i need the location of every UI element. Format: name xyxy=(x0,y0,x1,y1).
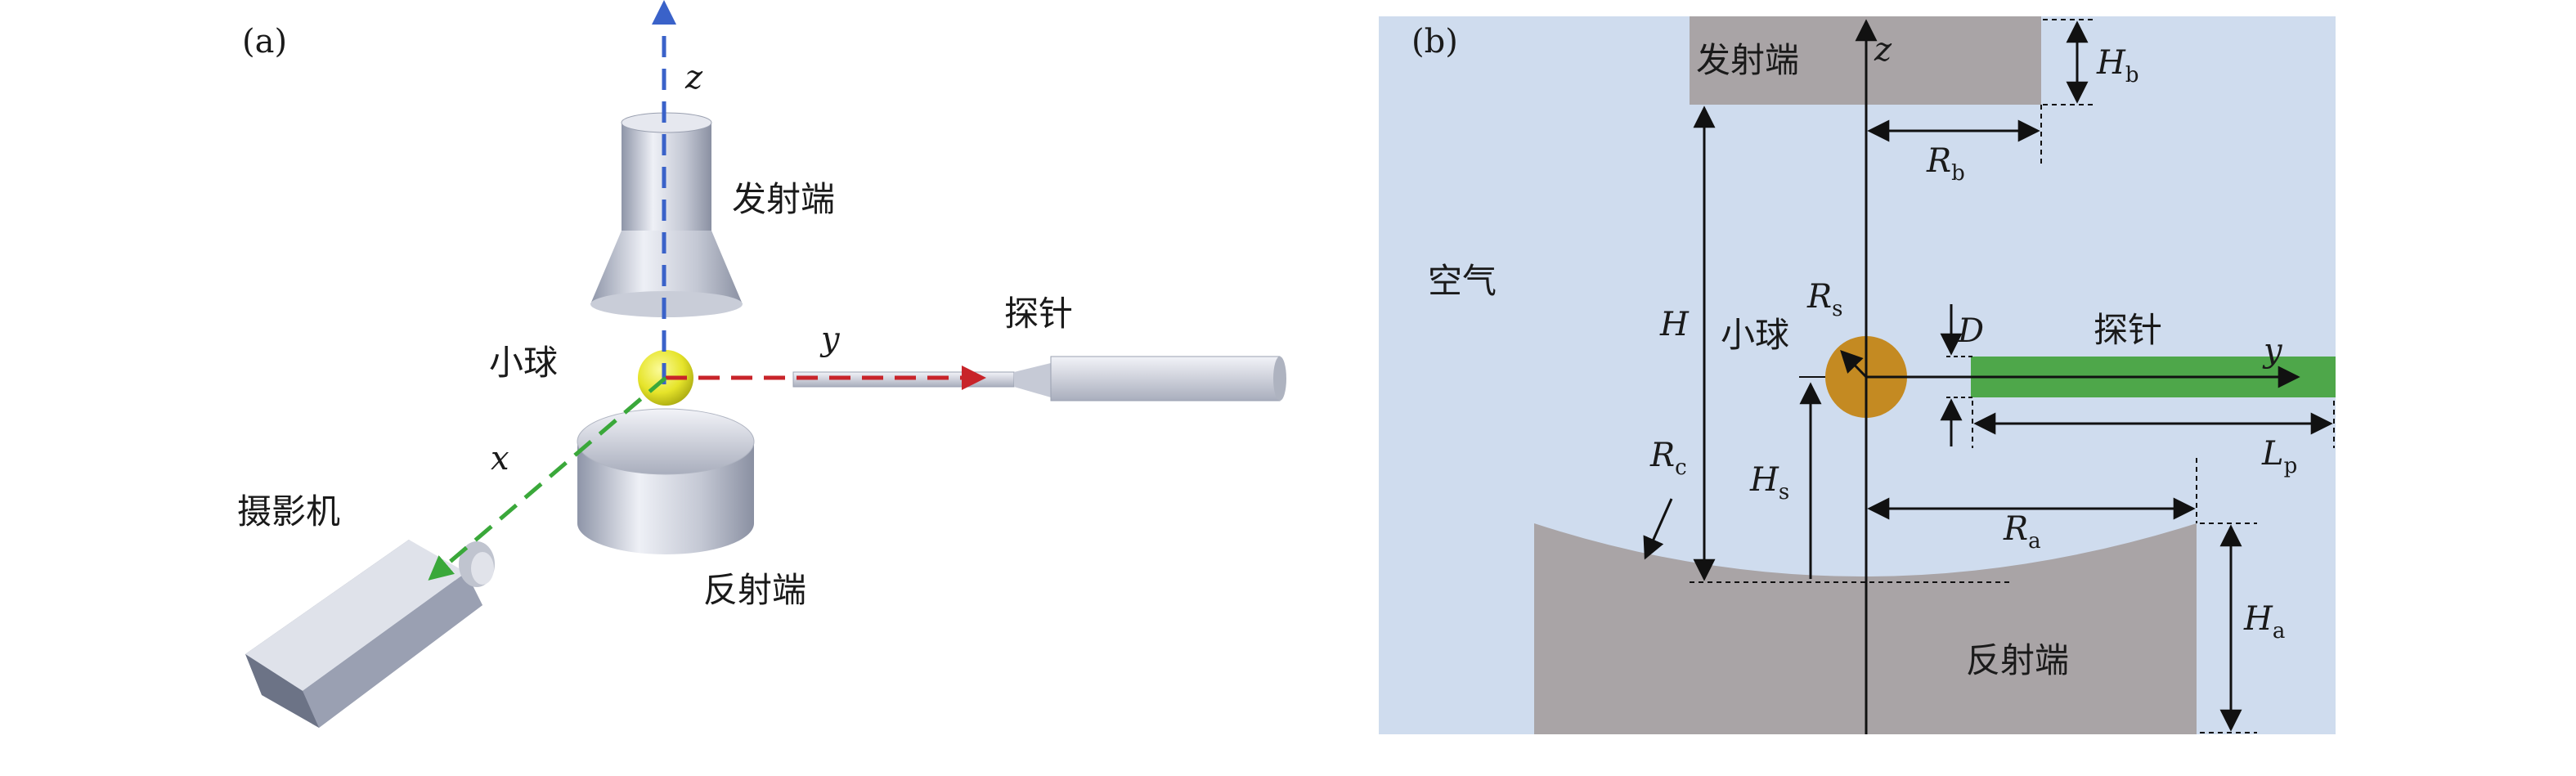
symbol-rc: Rc xyxy=(1649,437,1687,480)
camera-label-a: 摄影机 xyxy=(237,491,340,532)
axis-z-label-b: z xyxy=(1874,31,1892,69)
symbol-rb: Rb xyxy=(1926,142,1965,186)
axis-z-label-a: z xyxy=(684,59,703,96)
symbol-ha: Ha xyxy=(2243,600,2285,644)
reflector-label-a: 反射端 xyxy=(703,570,806,610)
symbol-rs: Rs xyxy=(1806,278,1842,321)
ball-label-a: 小球 xyxy=(489,343,558,383)
symbol-hb: Hb xyxy=(2096,44,2139,87)
symbol-hs: Hs xyxy=(1749,461,1789,505)
panel-b-label: (b) xyxy=(1411,23,1458,61)
emitter-label-b: 发射端 xyxy=(1696,40,1799,80)
probe-label-b: 探针 xyxy=(2094,310,2162,350)
reflector-label-b: 反射端 xyxy=(1966,640,2069,680)
symbol-ra: Ra xyxy=(2003,510,2041,554)
ball-label-b: 小球 xyxy=(1721,315,1789,355)
axis-x-label-a: x xyxy=(491,440,509,478)
emitter-label-a: 发射端 xyxy=(732,179,835,219)
axis-y-label-a: y xyxy=(819,321,841,358)
panel-a-label: (a) xyxy=(242,23,287,61)
symbol-lp: Lp xyxy=(2261,435,2297,478)
emitter-3d xyxy=(590,112,743,317)
air-label: 空气 xyxy=(1428,261,1497,301)
symbol-h: H xyxy=(1659,306,1690,343)
camera-3d xyxy=(245,540,495,728)
probe-label-a: 探针 xyxy=(1004,294,1073,334)
rs-arrow xyxy=(1840,350,1868,379)
panel-b: (b) 发射端 z 空气 小球 探针 y 反射端 Hb Rb H Rs D Rc… xyxy=(1379,16,2336,734)
x-axis-arrow xyxy=(428,376,667,581)
axis-y-label-b: y xyxy=(2262,332,2283,370)
reflector-3d xyxy=(577,408,755,554)
symbol-d: D xyxy=(1957,312,1984,350)
rc-pointer xyxy=(1643,498,1673,560)
panel-a: (a) xyxy=(237,0,1286,728)
